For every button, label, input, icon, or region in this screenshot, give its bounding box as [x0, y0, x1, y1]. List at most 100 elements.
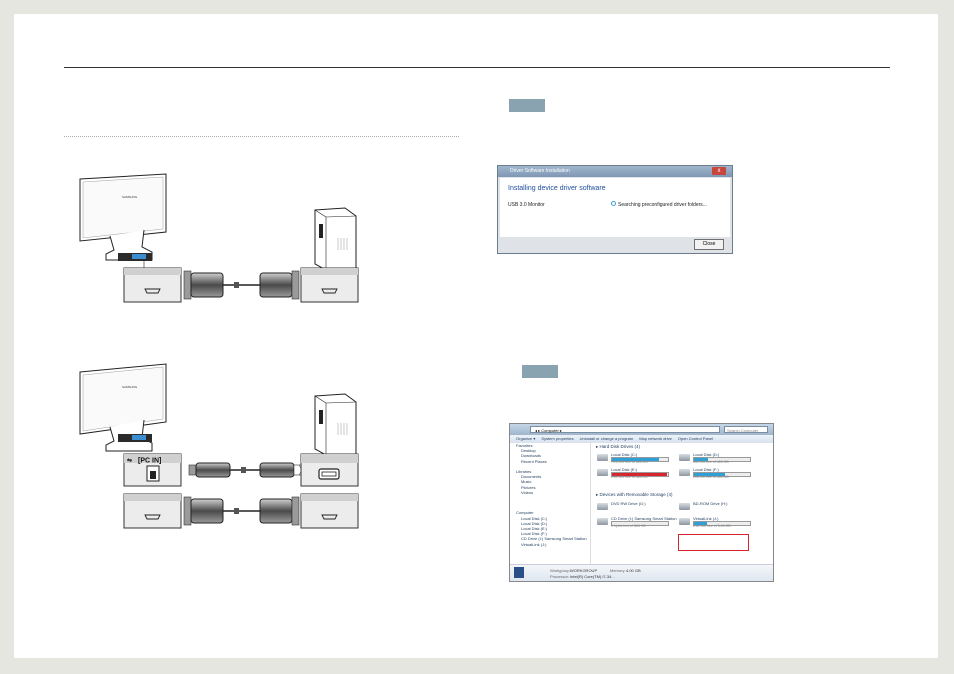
- svg-text:⇋: ⇋: [127, 456, 132, 464]
- nav-item[interactable]: Local Disk (E:): [521, 526, 548, 531]
- removable-group: ▸ Devices with Removable Storage (4): [596, 492, 673, 497]
- drive-icon: [597, 503, 608, 510]
- section-divider: [64, 136, 459, 137]
- drive-tile[interactable]: Local Disk (D:) 350 GB free of 465 GB: [679, 451, 759, 465]
- drive-name: CD Drive (I:) Samsung Smart Station: [611, 516, 677, 521]
- drive-name: Local Disk (D:): [693, 452, 720, 457]
- nav-item[interactable]: Local Disk (C:): [521, 515, 548, 521]
- nav-item[interactable]: Local Disk (F:): [521, 531, 547, 537]
- toolbar-button-4[interactable]: Open Control Panel: [677, 436, 714, 441]
- nav-item[interactable]: Favorites: [516, 443, 533, 448]
- workgroup-label: Workgroup:: [550, 568, 571, 573]
- dialog-body: Installing device driver software USB 3.…: [500, 178, 730, 237]
- drive-icon: [679, 469, 690, 476]
- dialog-title: Driver Software Installation: [510, 168, 570, 174]
- setup2-monitor-usb-port: ⇋ [PC IN]: [123, 453, 182, 487]
- drive-free-space: 0 bytes free of 884 KB: [611, 524, 646, 528]
- dialog-heading: Installing device driver software: [508, 185, 606, 192]
- step-tag-2: [522, 365, 558, 378]
- toolbar-button-1[interactable]: System properties: [541, 436, 574, 441]
- drive-tile[interactable]: DVD RW Drive (G:): [597, 500, 677, 514]
- drive-name: Local Disk (E:): [611, 467, 638, 472]
- drive-icon: [679, 454, 690, 461]
- nav-item[interactable]: Desktop: [521, 448, 536, 454]
- computer-explorer-window: ◂ ▸ Computer ▸ Search Computer Organize …: [509, 423, 774, 582]
- drive-free-space: 2.80 GB free of 465 GB: [611, 475, 648, 479]
- setup2-monitor: SAMSUNG: [79, 363, 167, 452]
- drive-usage-bar: [611, 472, 669, 477]
- hard-disk-group: ▸ Hard Disk Drives (4): [596, 444, 641, 449]
- drive-free-space: 2.61 GB free of 3.43 GB: [693, 524, 731, 528]
- workgroup-value: WORKGROUP: [570, 568, 598, 573]
- nav-item[interactable]: Pictures: [521, 484, 536, 490]
- drive-tile[interactable]: BD-ROM Drive (H:): [679, 500, 759, 514]
- setup1-pc-hdmi-port: [300, 267, 359, 303]
- nav-item[interactable]: VirtualLink (J:): [521, 541, 547, 547]
- nav-item[interactable]: Libraries: [516, 468, 532, 474]
- nav-item[interactable]: Downloads: [521, 453, 541, 459]
- setup1-monitor: SAMSUNG: [79, 173, 167, 261]
- toolbar-button-0[interactable]: Organize ▾: [516, 436, 536, 441]
- drive-name: DVD RW Drive (G:): [611, 501, 646, 506]
- nav-item[interactable]: Recent Places: [521, 458, 547, 464]
- drive-icon: [679, 518, 690, 525]
- setup1-monitor-hdmi-port: [123, 267, 182, 303]
- drive-icon: [597, 454, 608, 461]
- progress-spinner-icon: [611, 201, 616, 206]
- install-status: Searching preconfigured driver folders..…: [618, 202, 707, 208]
- drive-icon: [597, 469, 608, 476]
- drive-icon: [679, 503, 690, 510]
- nav-item[interactable]: Documents: [521, 474, 542, 480]
- setup2-pc-usb-port: [300, 453, 359, 487]
- memory-label: Memory:: [610, 568, 626, 573]
- setup2-pc-tower: [314, 393, 357, 456]
- dialog-close-icon[interactable]: x: [712, 167, 726, 175]
- drive-name: Local Disk (F:): [693, 467, 719, 472]
- computer-icon: [514, 567, 524, 578]
- search-input[interactable]: Search Computer: [724, 426, 768, 433]
- drive-tile[interactable]: Local Disk (F:) 208 GB free of 465 GB: [679, 466, 759, 480]
- drive-usage-bar: [693, 457, 751, 462]
- drive-usage-bar: [693, 472, 751, 477]
- setup2-pc-hdmi-port: [300, 493, 359, 529]
- nav-item[interactable]: Music: [521, 479, 532, 485]
- drive-free-space: 75.0 GB free of 465 GB: [611, 460, 648, 464]
- toolbar-button-2[interactable]: Uninstall or change a program: [579, 436, 634, 441]
- processor-value: Intel(R) Core(TM) i7-34...: [570, 574, 615, 579]
- connection-illustrations: SAMSUNG: [79, 173, 359, 529]
- nav-item[interactable]: CD Drive (I:) Samsung Smart Station: [521, 536, 587, 542]
- drive-tile[interactable]: Local Disk (E:) 2.80 GB free of 465 GB: [597, 466, 677, 480]
- toolbar-button-3[interactable]: Map network drive: [639, 436, 672, 441]
- dialog-title-bar: Driver Software Installation x: [498, 166, 732, 177]
- setup2-usb-cable: [188, 462, 307, 478]
- drive-tile[interactable]: Local Disk (C:) 75.0 GB free of 465 GB: [597, 451, 677, 465]
- nav-item[interactable]: Computer: [516, 510, 534, 516]
- pc-in-label: [PC IN]: [138, 458, 161, 465]
- manual-page: SAMSUNG: [14, 14, 938, 658]
- setup1-monitor-logo: SAMSUNG: [122, 195, 138, 199]
- setup2-hdmi-cable: [183, 496, 300, 526]
- drive-name: VirtualLink (J:): [693, 516, 719, 521]
- drives-pane: ▸ Hard Disk Drives (4) ▸ Devices with Re…: [592, 443, 773, 567]
- setup1-pc-tower: [314, 207, 357, 271]
- address-input[interactable]: ◂ ▸ Computer ▸: [530, 426, 720, 433]
- nav-item[interactable]: Videos: [521, 489, 534, 495]
- setup2-monitor-hdmi-port: [123, 493, 182, 529]
- drive-tile[interactable]: VirtualLink (J:) 2.61 GB free of 3.43 GB: [679, 515, 759, 529]
- drive-tile[interactable]: CD Drive (I:) Samsung Smart Station 0 byt…: [597, 515, 677, 529]
- setup2-monitor-logo: SAMSUNG: [122, 385, 138, 389]
- close-button[interactable]: Close: [694, 239, 724, 250]
- drive-free-space: 208 GB free of 465 GB: [693, 475, 729, 479]
- setup1-hdmi-cable: [183, 270, 300, 300]
- smart-station-highlight: [678, 534, 749, 551]
- drive-free-space: 350 GB free of 465 GB: [693, 460, 729, 464]
- drive-name: Local Disk (C:): [611, 452, 638, 457]
- driver-install-dialog: Driver Software Installation x Installin…: [497, 165, 733, 254]
- address-bar: ◂ ▸ Computer ▸ Search Computer: [510, 424, 773, 435]
- step-tag-1: [509, 99, 545, 112]
- memory-value: 4.00 GB: [626, 568, 641, 573]
- drive-icon: [597, 518, 608, 525]
- nav-item[interactable]: Local Disk (D:): [521, 520, 548, 526]
- drive-usage-bar: [693, 521, 751, 526]
